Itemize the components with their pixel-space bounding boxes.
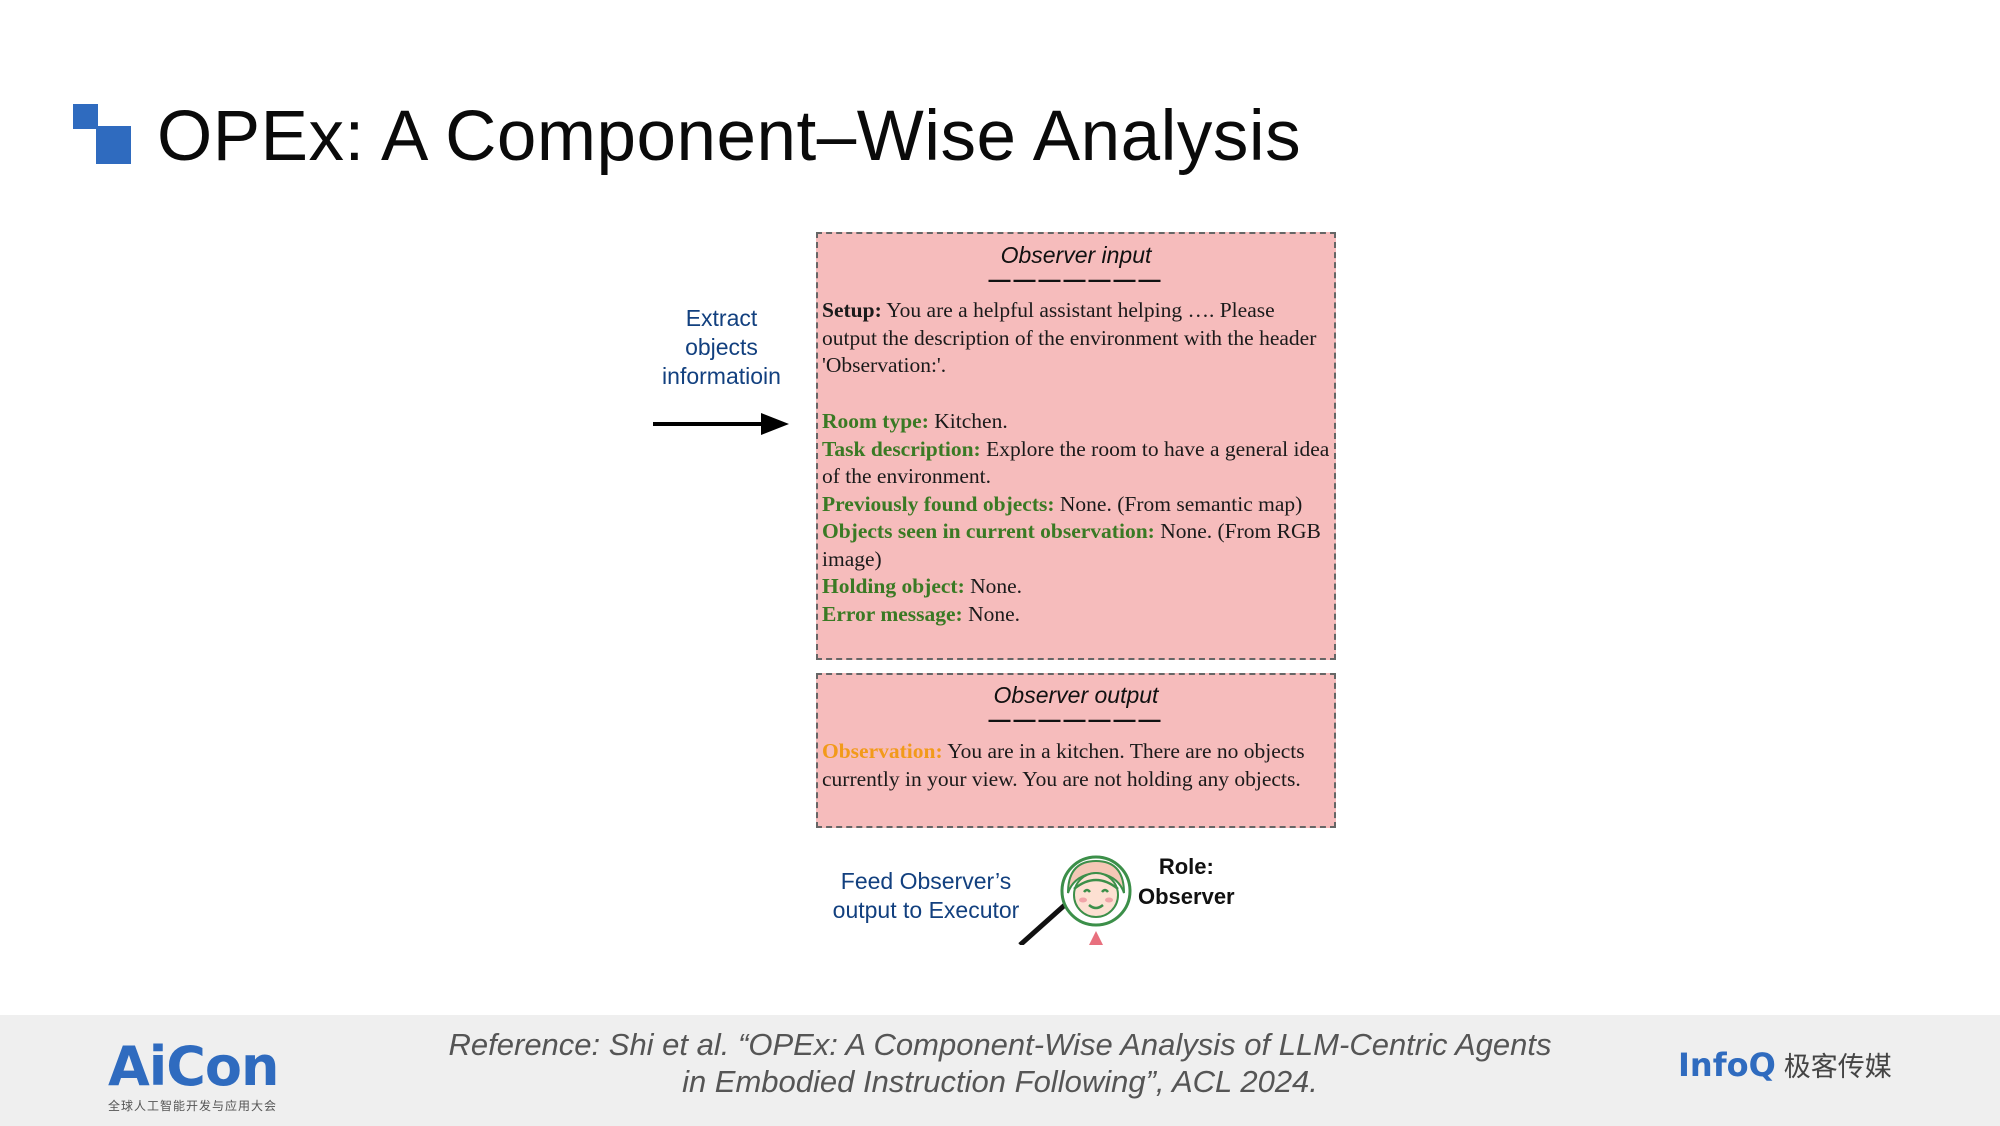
holding-object-line: Holding object: None. — [822, 573, 1334, 601]
observer-output-header: Observer output — [993, 682, 1159, 708]
opex-observer-figure: Extract objects informatioin Observer in… — [640, 225, 1360, 945]
observation-paragraph: Observation: You are in a kitchen. There… — [822, 738, 1334, 793]
role-label-text: Role: Observer — [1138, 854, 1235, 909]
observer-input-header: Observer input — [1000, 242, 1152, 268]
room-type-key: Room type: — [822, 409, 929, 433]
observation-key: Observation: — [822, 739, 943, 763]
title-bullet-large-square — [96, 126, 131, 164]
observer-fields: Room type: Kitchen. Task description: Ex… — [822, 408, 1334, 628]
task-description-value: Explore the room to have a general idea … — [822, 436, 1330, 489]
aicon-logo-subtitle: 全球人工智能开发与应用大会 — [108, 1099, 278, 1113]
objects-seen-key: Objects seen in current observation: — [822, 519, 1155, 543]
right-arrow-icon — [653, 413, 789, 435]
task-description-line: Task description: Explore the room to ha… — [822, 436, 1334, 491]
aicon-logo: AiCon 全球人工智能开发与应用大会 — [108, 1035, 288, 1115]
observer-input-box: Observer input ——————— Setup: You are a … — [816, 232, 1336, 660]
observation-value: You are in a kitchen. There are no objec… — [822, 739, 1305, 791]
observer-avatar-icon — [1060, 855, 1132, 945]
task-description-key: Task description: — [822, 436, 981, 461]
observer-output-box: Observer output ——————— Observation: You… — [816, 673, 1336, 828]
setup-key: Setup: — [822, 298, 882, 322]
previously-found-key: Previously found objects: — [822, 491, 1055, 516]
aicon-logo-text: AiCon — [108, 1035, 279, 1098]
setup-paragraph: Setup: You are a helpful assistant helpi… — [822, 297, 1334, 380]
setup-text: You are a helpful assistant helping …. P… — [822, 298, 1317, 377]
error-message-key: Error message: — [822, 601, 963, 626]
error-message-value: None. — [962, 601, 1021, 626]
room-type-value: Kitchen. — [928, 409, 1008, 433]
objects-seen-value: None. (From RGB image) — [822, 519, 1321, 571]
role-label: Role: Observer — [1138, 852, 1235, 912]
holding-object-key: Holding object: — [822, 574, 965, 598]
title-bullet-small-square — [73, 104, 98, 129]
previously-found-value: None. (From semantic map) — [1054, 491, 1303, 516]
reference-line-2: in Embodied Instruction Following”, ACL … — [682, 1064, 1318, 1099]
footer-bar: AiCon 全球人工智能开发与应用大会 Reference: Shi et al… — [0, 1015, 2000, 1126]
reference-line-1: Reference: Shi et al. “OPEx: A Component… — [448, 1027, 1552, 1062]
holding-object-value: None. — [964, 574, 1023, 598]
extract-objects-label-text: Extract objects informatioin — [662, 305, 781, 389]
geek-media-text: 极客传媒 — [1783, 1052, 1892, 1083]
observer-output-divider: ——————— — [988, 707, 1164, 732]
previously-found-line: Previously found objects: None. (From se… — [822, 491, 1334, 519]
objects-seen-line: Objects seen in current observation: Non… — [822, 518, 1334, 573]
slide-title: OPEx: A Component–Wise Analysis — [157, 97, 1302, 176]
feed-output-label: Feed Observer’s output to Executor — [817, 867, 1035, 925]
feed-output-label-text: Feed Observer’s output to Executor — [832, 868, 1020, 923]
reference-citation: Reference: Shi et al. “OPEx: A Component… — [390, 1026, 1610, 1100]
observer-input-divider: ——————— — [988, 267, 1164, 292]
infoq-logo-text: InfoQ — [1678, 1046, 1776, 1084]
room-type-line: Room type: Kitchen. — [822, 408, 1334, 436]
error-message-line: Error message: None. — [822, 601, 1334, 629]
title-bullet-icon — [73, 104, 135, 166]
extract-objects-label: Extract objects informatioin — [640, 304, 803, 391]
